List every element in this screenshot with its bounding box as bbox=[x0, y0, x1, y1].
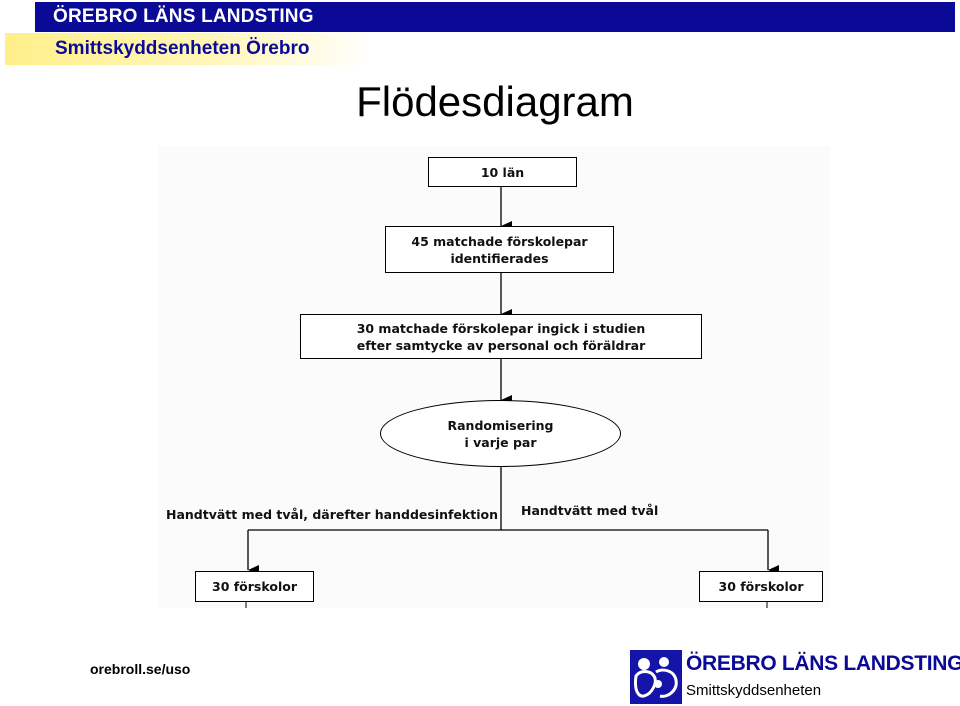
logo-emblem-icon bbox=[630, 650, 682, 704]
branch-label-right: Handtvätt med tvål bbox=[521, 503, 659, 518]
slide-title: Flödesdiagram bbox=[356, 78, 634, 125]
node-left-group: 30 förskolor bbox=[195, 571, 314, 602]
branch-label-left: Handtvätt med tvål, därefter handdesinfe… bbox=[166, 507, 498, 522]
header-org-name: ÖREBRO LÄNS LANDSTING bbox=[53, 6, 314, 27]
logo-org-name: ÖREBRO LÄNS LANDSTING bbox=[686, 652, 960, 675]
node-right-group: 30 förskolor bbox=[699, 571, 823, 602]
logo-unit-name: Smittskyddsenheten bbox=[686, 682, 822, 699]
footer-url: orebroll.se/uso bbox=[90, 661, 191, 677]
header-unit-name: Smittskyddsenheten Örebro bbox=[55, 38, 310, 59]
node-included: 30 matchade förskolepar ingick i studien… bbox=[300, 314, 702, 359]
flow-connectors bbox=[245, 187, 779, 608]
header-bar bbox=[35, 2, 955, 32]
flow-diagram: 10 län 45 matchade förskolepar identifie… bbox=[158, 146, 830, 608]
subheader-bar bbox=[5, 33, 375, 65]
node-counties: 10 län bbox=[428, 157, 577, 187]
footer-logo: ÖREBRO LÄNS LANDSTING Smittskyddsenheten bbox=[630, 650, 960, 704]
node-randomization: Randomisering i varje par bbox=[380, 400, 621, 467]
node-identified: 45 matchade förskolepar identifierades bbox=[385, 226, 614, 273]
